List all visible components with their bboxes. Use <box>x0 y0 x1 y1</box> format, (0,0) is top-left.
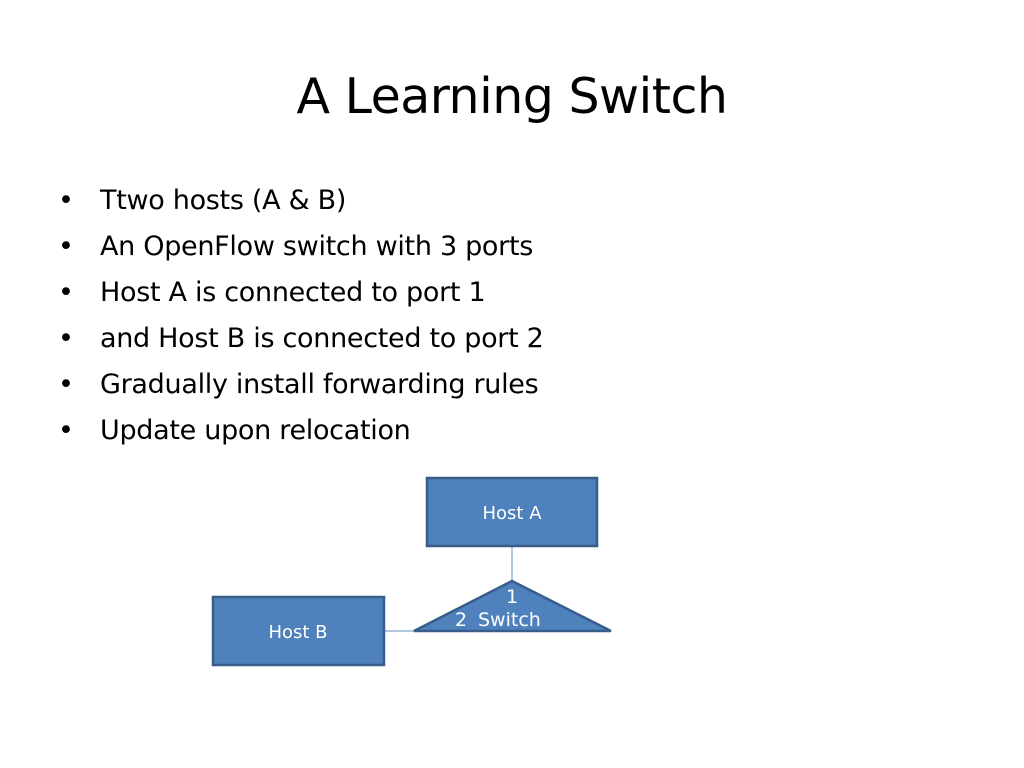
slide-title: A Learning Switch <box>296 68 728 125</box>
bullet-text: Gradually install forwarding rules <box>100 369 539 400</box>
bullet-item: • and Host B is connected to port 2 <box>58 316 544 362</box>
bullet-list: • Ttwo hosts (A & B) • An OpenFlow switch … <box>58 178 544 454</box>
bullet-item: • Ttwo hosts (A & B) <box>58 178 544 224</box>
switch-triangle <box>413 579 612 633</box>
bullet-text: Update upon relocation <box>100 415 411 446</box>
bullet-marker: • <box>58 369 74 400</box>
bullet-marker: • <box>58 231 74 262</box>
host-b-label: Host B <box>268 622 327 643</box>
host-a-box <box>425 476 599 548</box>
bullet-marker: • <box>58 415 74 446</box>
bullet-marker: • <box>58 185 74 216</box>
bullet-text: An OpenFlow switch with 3 ports <box>100 231 534 262</box>
bullet-text: Ttwo hosts (A & B) <box>100 185 347 216</box>
host-a-label: Host A <box>482 503 542 524</box>
bullet-item: • An OpenFlow switch with 3 ports <box>58 224 544 270</box>
bullet-marker: • <box>58 323 74 354</box>
port-2-label: 2 <box>455 609 467 631</box>
bullet-item: • Gradually install forwarding rules <box>58 362 544 408</box>
bullet-text: and Host B is connected to port 2 <box>100 323 544 354</box>
bullet-item: • Host A is connected to port 1 <box>58 270 544 316</box>
bullet-text: Host A is connected to port 1 <box>100 277 486 308</box>
port-1-label: 1 <box>506 586 518 608</box>
switch-label: Switch <box>478 609 541 631</box>
bullet-item: • Update upon relocation <box>58 408 544 454</box>
bullet-marker: • <box>58 277 74 308</box>
host-b-box <box>211 595 386 667</box>
